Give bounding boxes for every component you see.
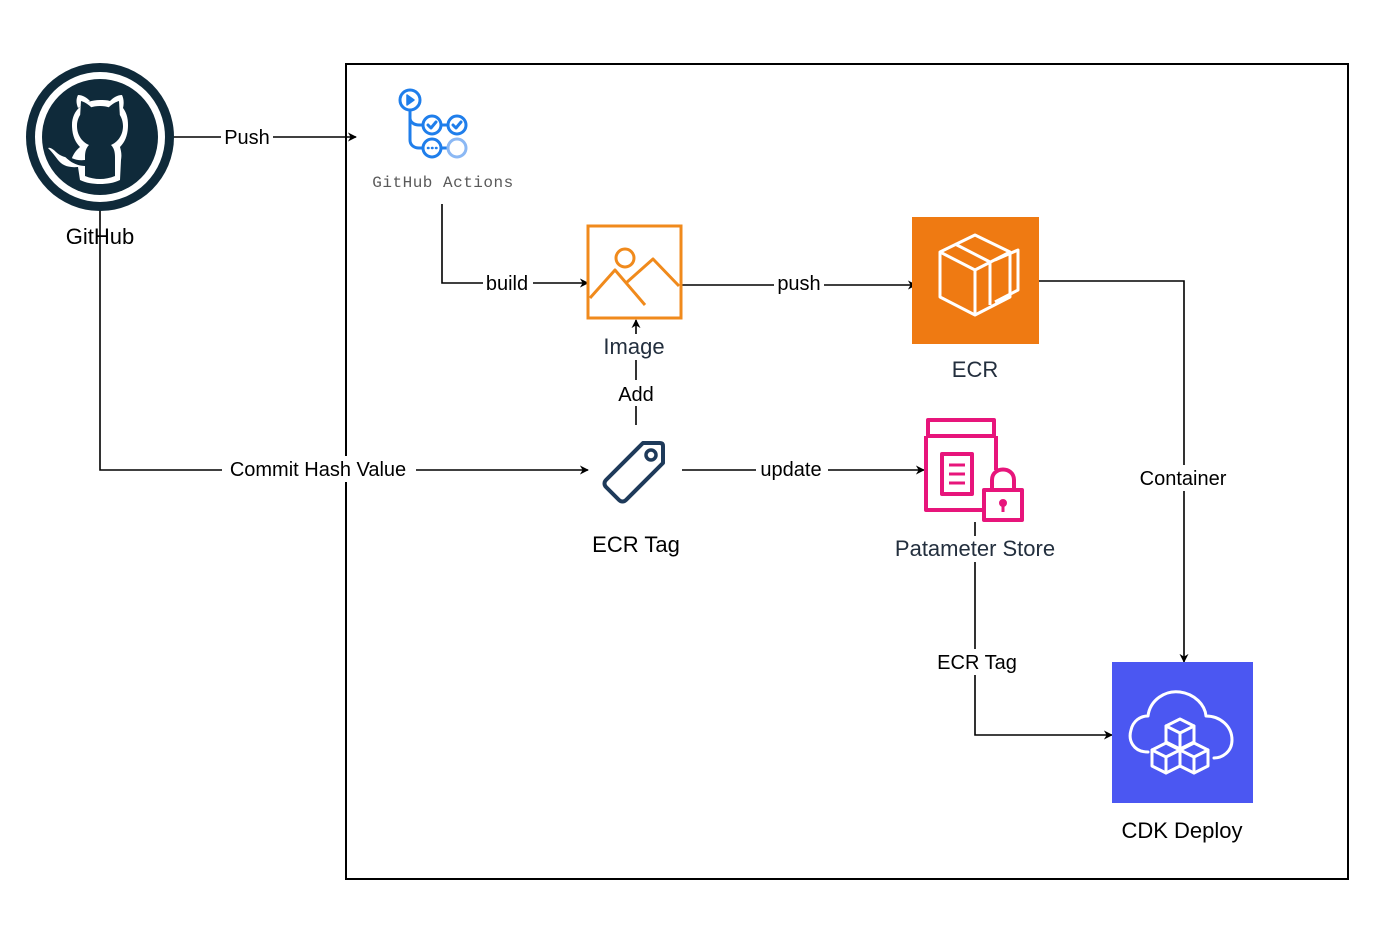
ecr-label: ECR <box>952 357 998 382</box>
tag-icon <box>602 441 665 504</box>
edge-build <box>441 204 589 288</box>
edge-label-push-ecr-text: push <box>777 273 820 295</box>
ecr-node[interactable]: ECR <box>912 217 1039 382</box>
edge-label-container-text: Container <box>1140 468 1227 490</box>
github-actions-node[interactable]: GitHub Actions <box>372 88 513 192</box>
edge-label-ecr-tag: ECR Tag <box>932 649 1024 675</box>
edge-label-commit-hash-text: Commit Hash Value <box>230 459 406 481</box>
image-node[interactable]: Image <box>586 224 683 360</box>
edge-label-commit-hash: Commit Hash Value <box>222 456 416 482</box>
github-label: GitHub <box>66 224 134 249</box>
parameter-store-label: Patameter Store <box>895 536 1055 561</box>
edge-label-push-ecr: push <box>774 272 824 296</box>
cdk-deploy-node[interactable]: CDK Deploy <box>1112 662 1253 843</box>
cdk-deploy-icon <box>1112 662 1253 803</box>
github-actions-icon <box>398 88 468 159</box>
ecr-tag-node[interactable]: ECR Tag <box>592 441 680 557</box>
edge-label-add-text: Add <box>618 384 654 406</box>
edge-label-push-actions-text: Push <box>224 127 270 149</box>
ecr-icon <box>912 217 1039 344</box>
edge-label-update: update <box>756 457 828 481</box>
image-icon <box>586 224 683 320</box>
edge-label-push-actions: Push <box>221 125 273 149</box>
edge-label-update-text: update <box>760 459 821 481</box>
parameter-store-node[interactable]: Patameter Store <box>888 418 1062 562</box>
ecr-tag-label: ECR Tag <box>592 532 680 557</box>
edge-ecr-tag <box>974 522 1113 740</box>
github-actions-label: GitHub Actions <box>372 174 513 192</box>
edge-label-ecr-tag-text: ECR Tag <box>937 652 1017 674</box>
image-label: Image <box>603 334 664 359</box>
edge-label-build-text: build <box>486 273 528 295</box>
edge-commit-hash <box>99 210 589 475</box>
edge-label-container: Container <box>1134 465 1234 491</box>
edge-label-build: build <box>483 271 533 295</box>
cdk-deploy-label: CDK Deploy <box>1121 818 1242 843</box>
parameter-store-icon <box>924 418 1024 522</box>
github-octocat-icon <box>26 63 174 211</box>
edge-label-add: Add <box>612 380 660 406</box>
github-node[interactable]: GitHub <box>26 63 174 249</box>
edge-container <box>1039 280 1189 663</box>
